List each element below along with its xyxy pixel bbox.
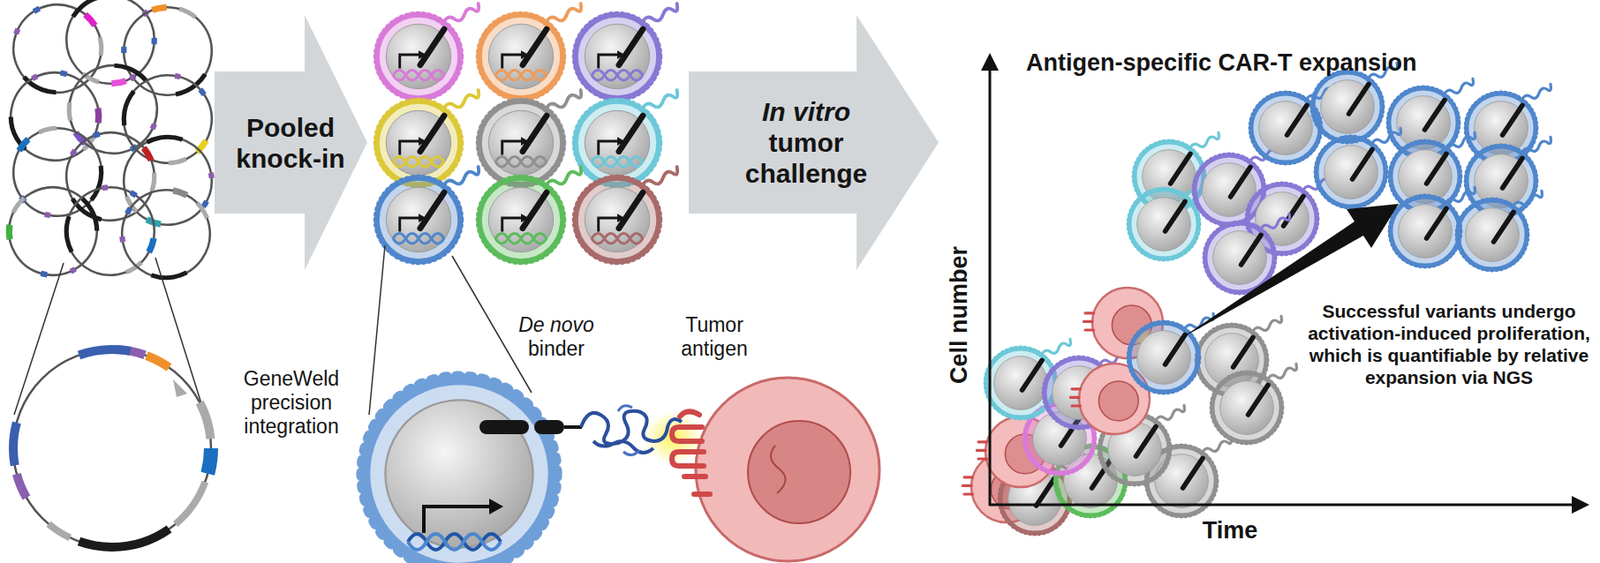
arrow-fill [688, 15, 939, 271]
insert-segment [13, 349, 212, 548]
t-cell [1211, 363, 1297, 444]
de-novo-binder [581, 411, 682, 453]
t-cell [478, 90, 582, 186]
annotation-note: Successful variants undergo activation-i… [1307, 300, 1591, 389]
t-cell [574, 3, 678, 99]
arrow-label: In vitro tumor challenge [731, 96, 882, 189]
plasmid [0, 56, 115, 177]
de-novo-binder [618, 406, 640, 456]
plasmid [105, 0, 230, 114]
t-cell [478, 3, 582, 99]
annotation-label: Tumor antigen [670, 313, 759, 362]
car-t-cell [362, 377, 557, 563]
t-cell [574, 90, 678, 186]
cut-site-segment [13, 349, 212, 548]
tumor-antigen [671, 411, 710, 495]
axis-label: Time [1185, 516, 1275, 545]
t-cell [478, 166, 582, 263]
backbone-segment [13, 349, 212, 548]
homology-segment [13, 349, 212, 548]
promoter-arrow [489, 498, 504, 515]
block-arrow: Pooled knock-in [214, 15, 368, 271]
promoter-arrow [173, 379, 188, 398]
plasmid [116, 129, 219, 232]
arrow-label: Pooled knock-in [224, 112, 357, 174]
tumor-cell [695, 377, 880, 562]
dna-helix [407, 534, 501, 551]
arrow-fill [214, 15, 368, 271]
homology-segment [13, 349, 212, 548]
cell-pool [376, 3, 678, 263]
promoter-segment [13, 349, 212, 548]
arrow-text-box: Pooled knock-in [224, 15, 357, 271]
chart-title: Antigen-specific CAR-T expansion [1026, 48, 1521, 77]
t-cell [574, 166, 678, 263]
tumor-nucleus [770, 445, 786, 494]
car-domain [534, 420, 565, 435]
t-cell [376, 90, 479, 186]
homology-segment [13, 349, 212, 548]
tumor-nucleus [747, 421, 851, 524]
t-cell [376, 3, 479, 99]
plasmid [56, 52, 170, 167]
arrow-text-box: In vitro tumor challenge [731, 15, 882, 271]
arrow-shape [214, 15, 368, 271]
car-hinge [564, 425, 582, 430]
axis-label: Cell number [944, 226, 974, 404]
annotation-label: GeneWeld precision integration [233, 367, 349, 439]
plasmid-library [0, 0, 230, 292]
y-axis [988, 67, 992, 506]
cut-site-segment [13, 349, 212, 548]
annotation-label: De novo binder [512, 313, 601, 362]
dna-helix [407, 534, 501, 551]
x-axis [988, 504, 1574, 507]
plasmid-map [13, 349, 212, 548]
t-cell [1456, 190, 1542, 271]
promoter-arrow [423, 506, 491, 534]
t-cell [376, 166, 479, 263]
plasmid [0, 0, 114, 106]
block-arrow: In vitro tumor challenge [688, 15, 939, 271]
plasmid [114, 182, 217, 285]
car-t-interaction [362, 377, 880, 563]
plasmid [48, 0, 173, 102]
y-axis-head [981, 52, 999, 71]
plasmid-backbone [13, 349, 212, 548]
backbone-segment [13, 349, 212, 548]
backbone-segment [13, 349, 212, 548]
t-cell [1315, 128, 1401, 208]
car-domain [479, 420, 529, 435]
zoom-line [14, 257, 205, 416]
x-axis-head [1571, 496, 1590, 514]
